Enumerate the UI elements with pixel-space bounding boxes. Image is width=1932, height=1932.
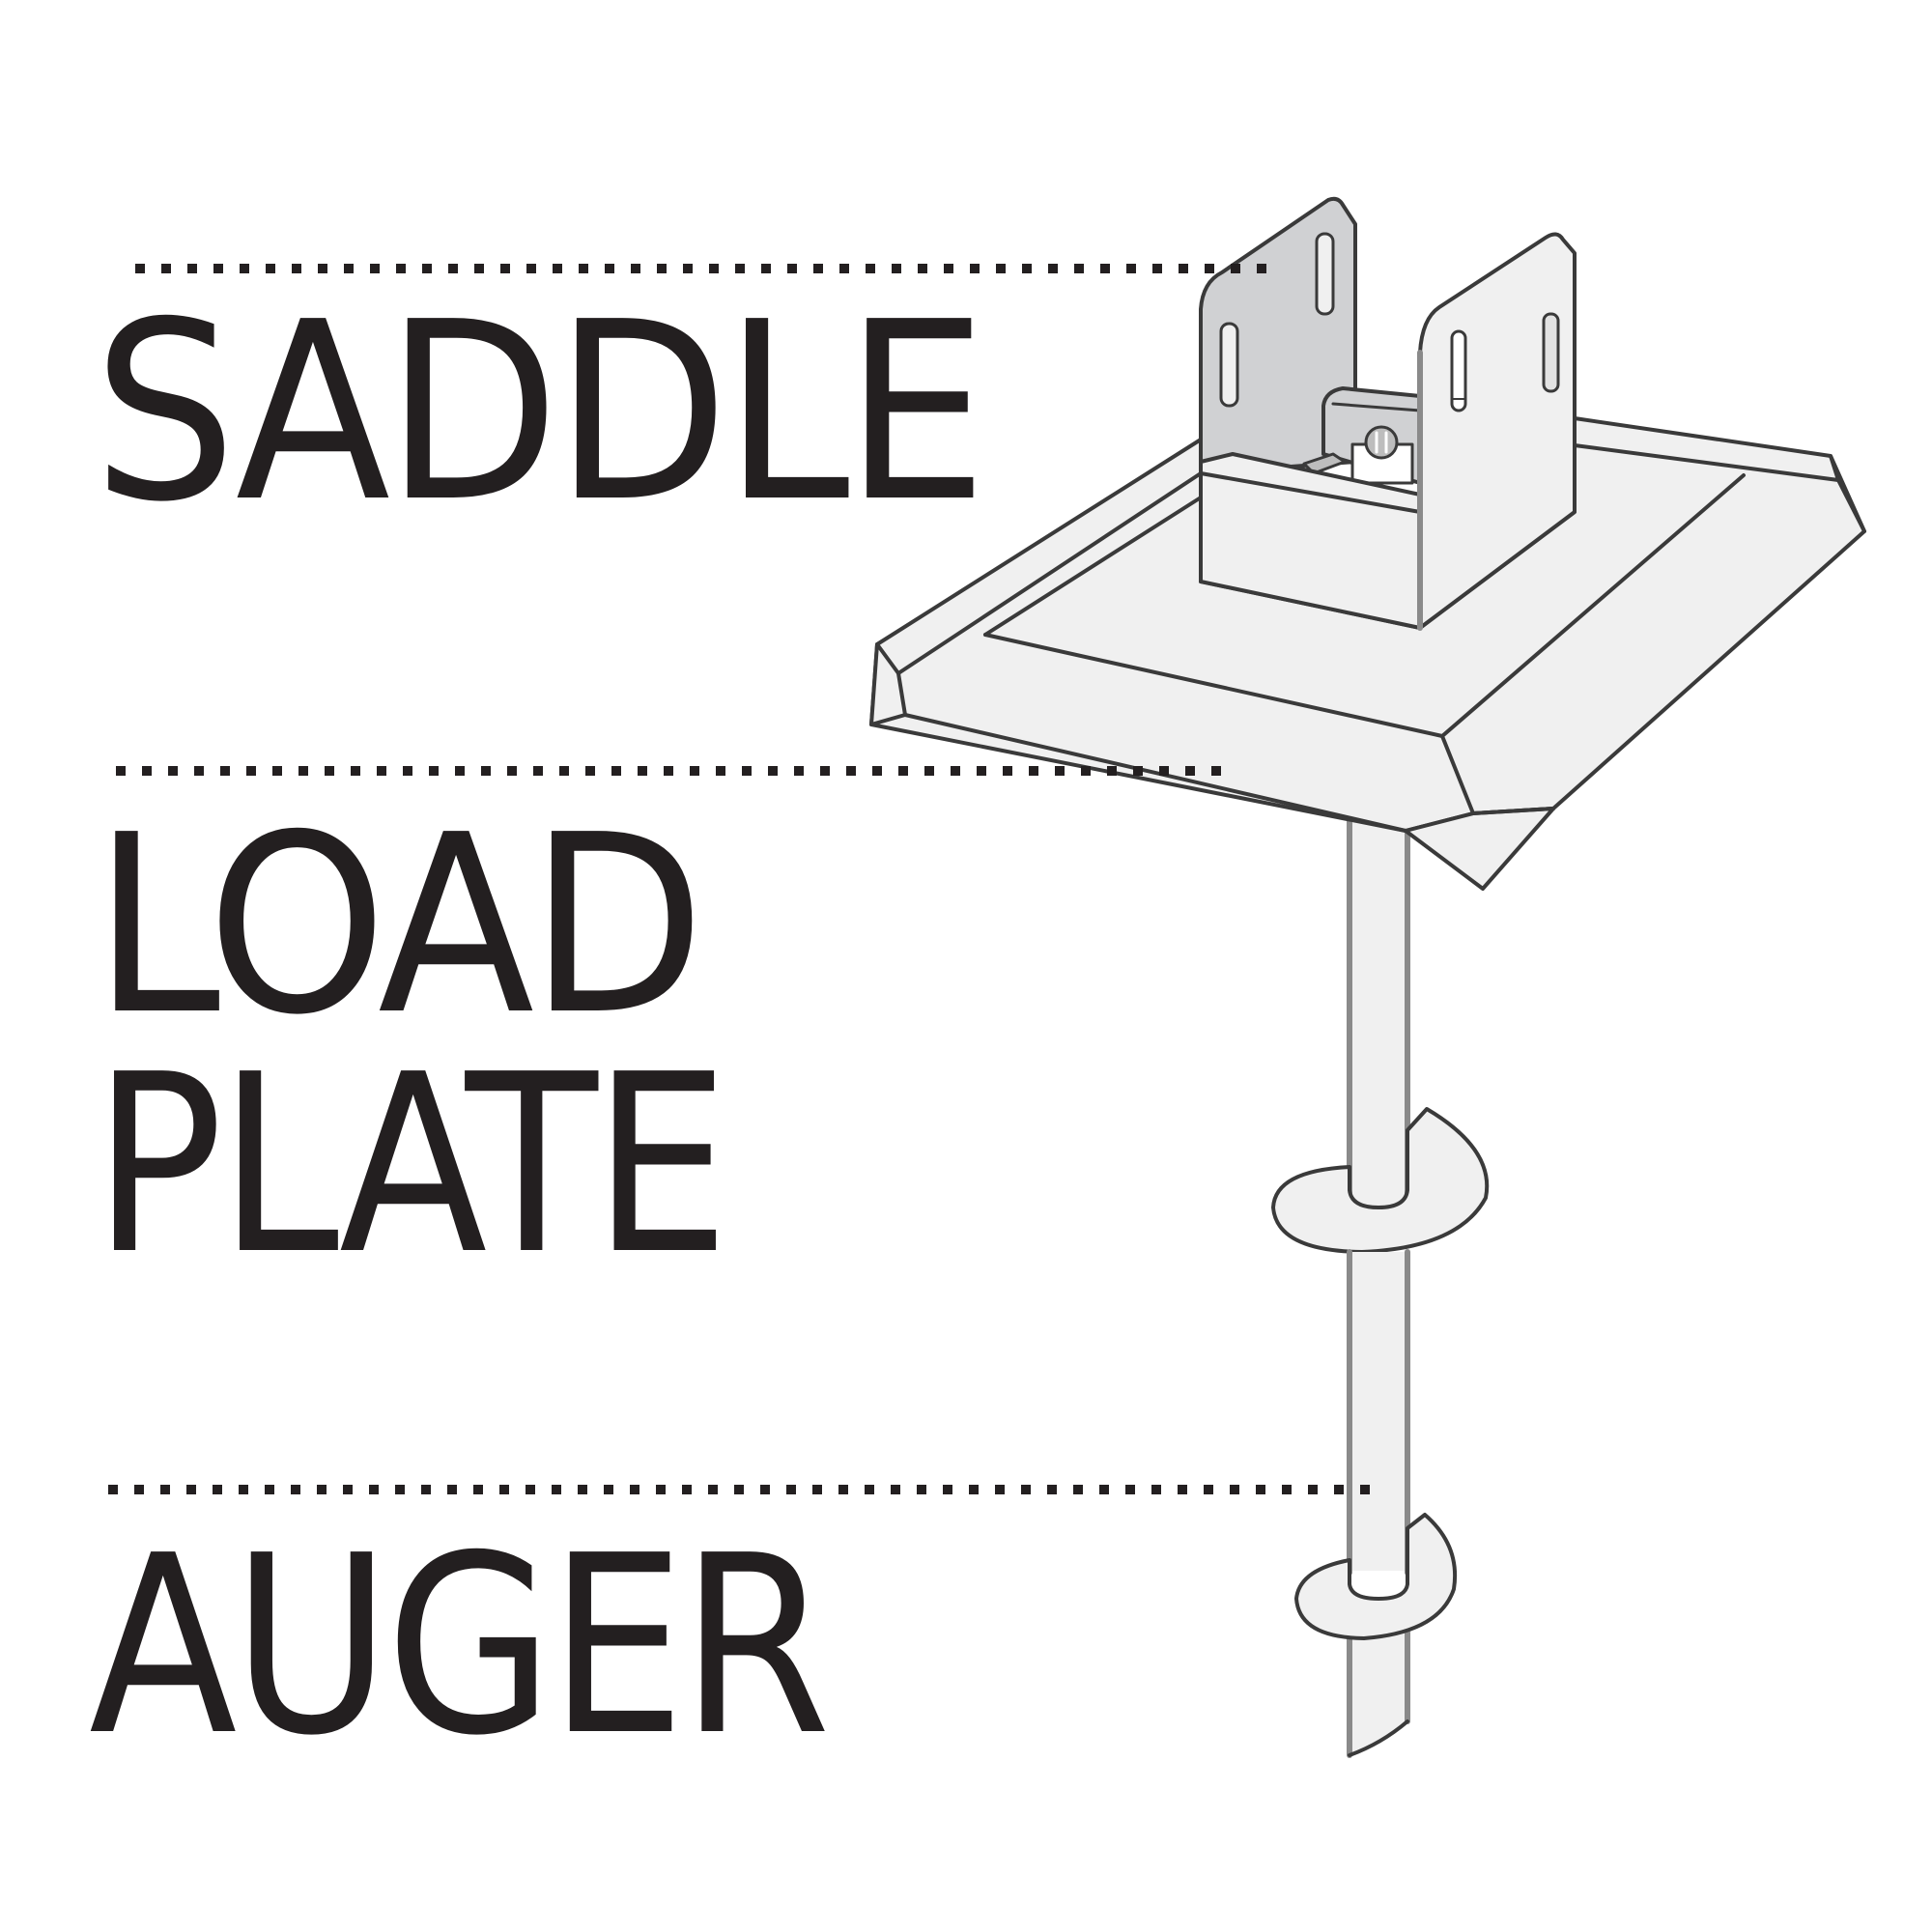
helix-lower (1294, 1513, 1458, 1640)
leader-lines (108, 264, 1377, 1494)
saddle-bracket (1199, 196, 1577, 631)
label-saddle: SADDLE (93, 270, 987, 556)
load-plate (869, 416, 1866, 891)
bolt (1302, 425, 1414, 485)
shaft-lower (1347, 1249, 1410, 1758)
label-plate: PLATE (93, 1022, 729, 1309)
label-load: LOAD (93, 782, 705, 1069)
label-auger: AUGER (89, 1503, 831, 1790)
shaft (1347, 809, 1410, 1217)
helix-upper (1271, 1107, 1490, 1254)
